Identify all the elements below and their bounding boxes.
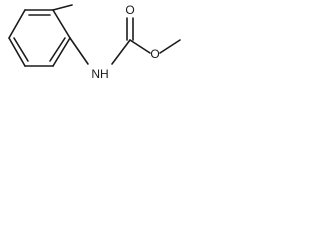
molecule-diagram: O O NH (8, 3, 181, 81)
carbonyl-oxygen-label: O (125, 3, 134, 17)
ring-bond (52, 9, 71, 39)
carbonyl-oxygen-bond (129, 39, 151, 54)
ring-double-bond (49, 37, 66, 62)
ring-n-bond (69, 37, 89, 65)
ring-bond (52, 37, 71, 67)
oxygen-methyl-bond (159, 39, 181, 54)
ring-double-bond (13, 37, 29, 62)
ring-bond (8, 37, 26, 67)
methyl-bond (52, 4, 73, 11)
ring-bond (8, 9, 26, 39)
n-carbonyl-bond (111, 39, 131, 65)
benzene-ring (8, 9, 71, 67)
structure-canvas: O O NH (0, 0, 216, 104)
ester-oxygen-label: O (150, 47, 159, 61)
nh-label: NH (91, 67, 108, 81)
